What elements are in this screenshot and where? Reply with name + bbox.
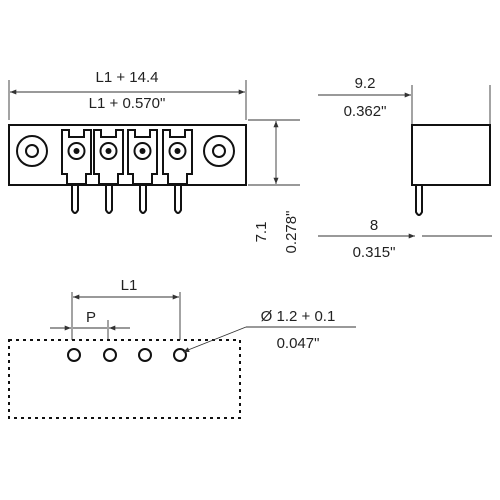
height-in: 0.278" xyxy=(283,211,300,254)
hole-diameter-in: 0.047" xyxy=(277,335,320,352)
pitch-span-label: L1 xyxy=(121,277,138,294)
terminal-2 xyxy=(93,129,124,185)
depth-in: 0.362" xyxy=(344,103,387,120)
front-view: L1 + 14.4 L1 + 0.570" xyxy=(8,69,300,254)
terminal-4 xyxy=(162,129,193,185)
overall-length-mm: L1 + 14.4 xyxy=(96,69,159,86)
pcb-hole-2 xyxy=(103,348,117,362)
depth-mm: 9.2 xyxy=(355,75,376,92)
board-outline xyxy=(8,339,241,419)
terminal-3 xyxy=(127,129,158,185)
terminal-1 xyxy=(61,129,92,185)
overall-length-in: L1 + 0.570" xyxy=(89,95,166,112)
pin-length-mm: 8 xyxy=(370,217,378,234)
pitch-label: P xyxy=(86,309,96,326)
hole-diameter-mm: Ø 1.2 + 0.1 xyxy=(261,308,336,325)
pin-2 xyxy=(105,185,113,214)
pin-3 xyxy=(139,185,147,214)
pcb-hole-3 xyxy=(138,348,152,362)
diameter-leader xyxy=(182,326,247,353)
height-mm: 7.1 xyxy=(253,222,270,243)
housing-body xyxy=(8,124,247,186)
mounting-hole-left xyxy=(16,135,48,167)
pcb-hole-4 xyxy=(173,348,187,362)
side-pin xyxy=(415,185,423,216)
pin-1 xyxy=(71,185,79,214)
side-housing xyxy=(411,124,491,186)
pin-4 xyxy=(174,185,182,214)
pin-length-in: 0.315" xyxy=(353,244,396,261)
pcb-hole-1 xyxy=(67,348,81,362)
side-view: 9.2 0.362" 8 0.315" xyxy=(318,75,492,261)
mounting-hole-right xyxy=(203,135,235,167)
pcb-layout: L1 P Ø 1.2 + 0.1 0.047" xyxy=(8,277,356,419)
